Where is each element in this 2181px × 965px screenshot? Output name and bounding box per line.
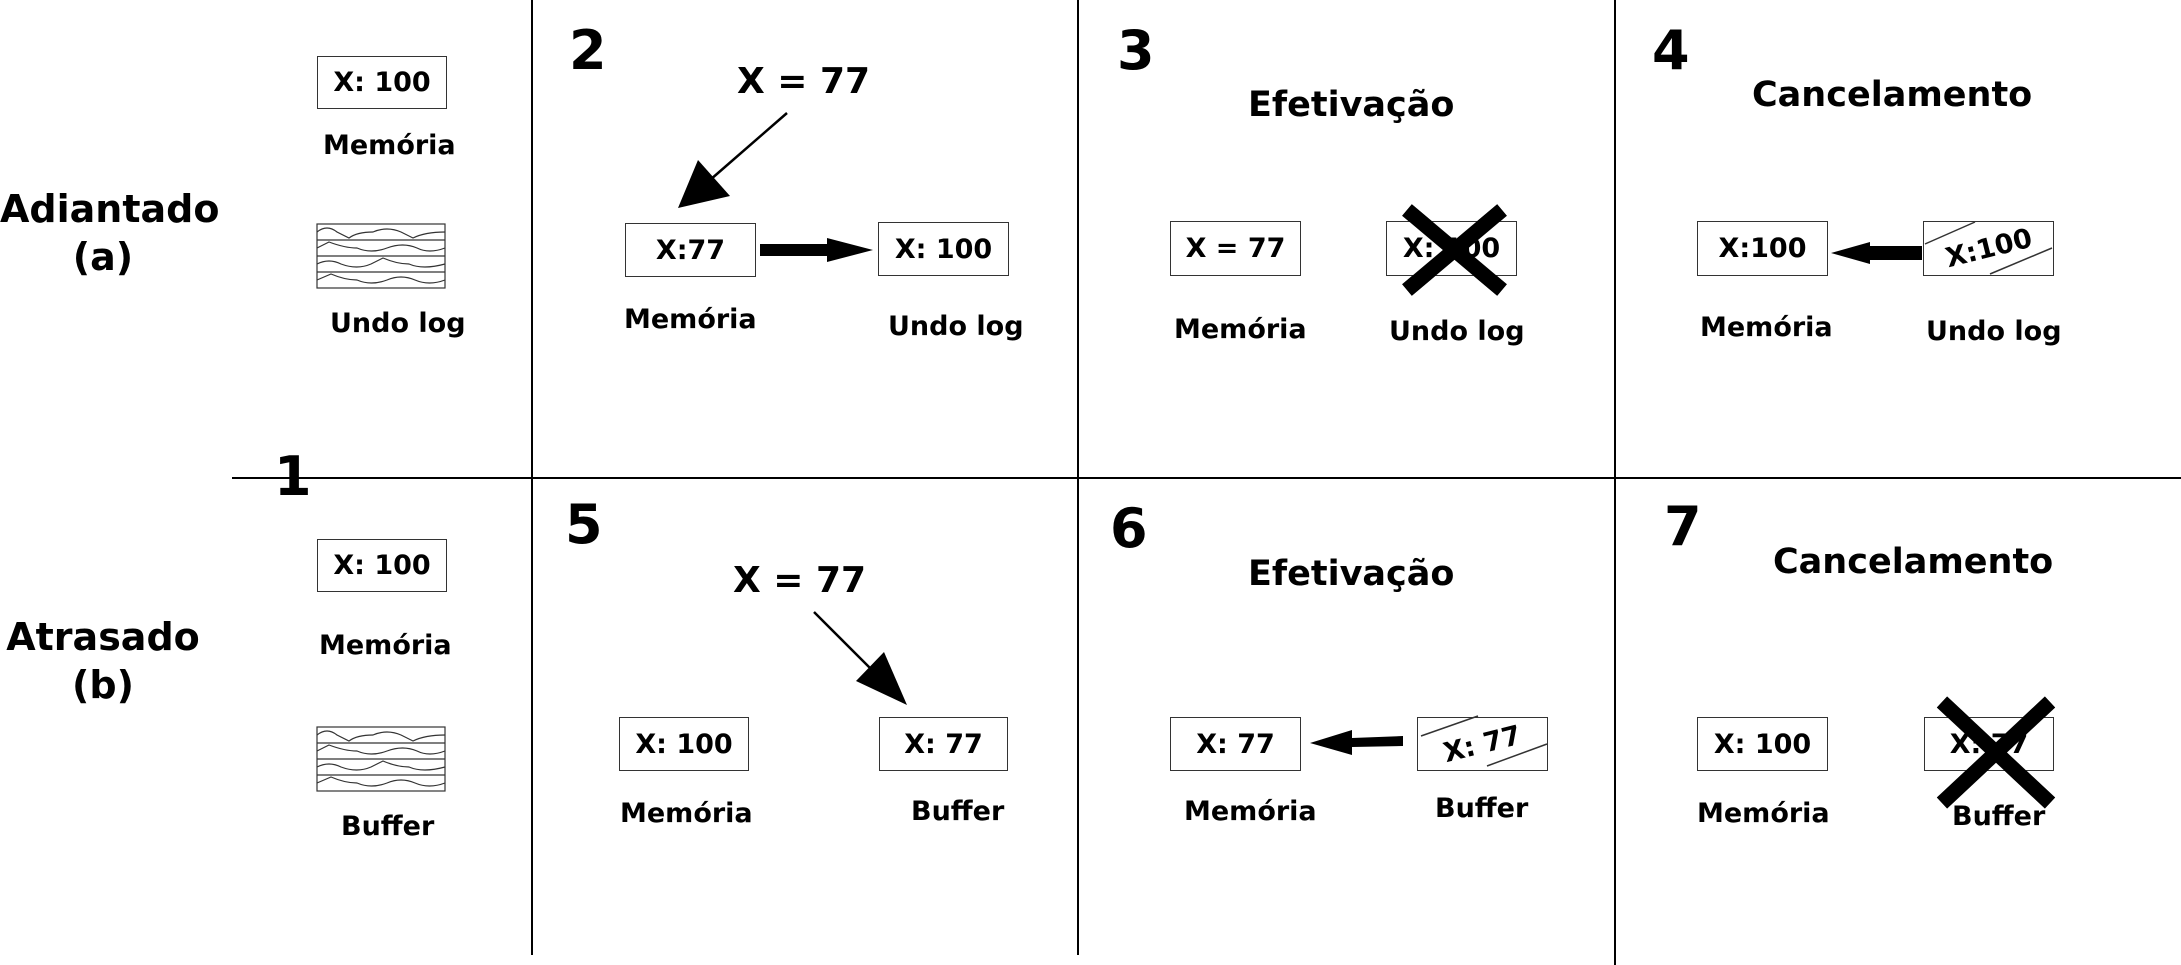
buffer-value-text: X: 77: [1440, 719, 1525, 769]
buffer-value-box: X: 77: [1924, 717, 2054, 771]
arrow-head: [856, 652, 907, 705]
panel-number-6: 6: [1110, 497, 1148, 560]
arrow-right: [760, 238, 873, 262]
arrow-diagonal: [813, 611, 881, 679]
memory-label: Memória: [624, 304, 757, 335]
buffer-value-box: X: 77: [879, 717, 1008, 771]
buffer-value-box: X: 77: [1417, 717, 1548, 771]
panel-number-5: 5: [565, 493, 603, 556]
undo-log-value-box: X: 100: [1386, 221, 1517, 276]
memory-value-box: X: 100: [317, 56, 447, 109]
buffer-label: Buffer: [1435, 793, 1529, 824]
assignment-expression: X = 77: [737, 61, 871, 102]
panel-title: Efetivação: [1248, 85, 1455, 125]
undo-log-label: Undo log: [330, 308, 466, 339]
panel-title: Cancelamento: [1773, 542, 2054, 582]
panel-number-4: 4: [1652, 19, 1690, 82]
row-label-b: Atrasado (b): [6, 615, 200, 707]
memory-label: Memória: [1174, 314, 1307, 345]
undo-log-label: Undo log: [888, 311, 1024, 342]
memory-label: Memória: [1697, 798, 1830, 829]
memory-value-box: X:77: [625, 223, 756, 277]
buffer-icon: [316, 726, 446, 792]
arrow-diagonal: [709, 112, 788, 181]
panel-number-3: 3: [1117, 19, 1155, 82]
memory-label: Memória: [1184, 796, 1317, 827]
arrow-head: [678, 160, 730, 208]
memory-value-box: X:100: [1697, 221, 1828, 276]
memory-label: Memória: [323, 130, 456, 161]
buffer-label: Buffer: [341, 811, 435, 842]
buffer-label: Buffer: [1952, 801, 2046, 832]
memory-value-box: X: 77: [1170, 717, 1301, 771]
arrow-left: [1310, 730, 1403, 755]
memory-label: Memória: [1700, 312, 1833, 343]
assignment-expression: X = 77: [733, 560, 867, 601]
panel-title: Efetivação: [1248, 554, 1455, 594]
arrow-left: [1831, 242, 1922, 264]
panel-number-1: 1: [274, 445, 312, 508]
panel-number-2: 2: [569, 19, 607, 82]
undo-log-label: Undo log: [1389, 316, 1525, 347]
undo-log-value-box: X:100: [1923, 221, 2054, 276]
memory-value-box: X: 100: [619, 717, 749, 771]
undo-log-value-text: X:100: [1942, 222, 2035, 275]
memory-value-box: X: 100: [1697, 717, 1828, 771]
row-label-a: Adiantado (a): [0, 187, 220, 279]
panel-number-7: 7: [1664, 495, 1702, 558]
memory-label: Memória: [620, 798, 753, 829]
undo-log-value-box: X: 100: [878, 222, 1009, 276]
memory-label: Memória: [319, 630, 452, 661]
memory-value-box: X = 77: [1170, 221, 1301, 276]
memory-value-box: X: 100: [317, 539, 447, 592]
undo-log-label: Undo log: [1926, 316, 2062, 347]
undo-log-icon: [316, 223, 446, 289]
buffer-label: Buffer: [911, 796, 1005, 827]
panel-title: Cancelamento: [1752, 75, 2033, 115]
